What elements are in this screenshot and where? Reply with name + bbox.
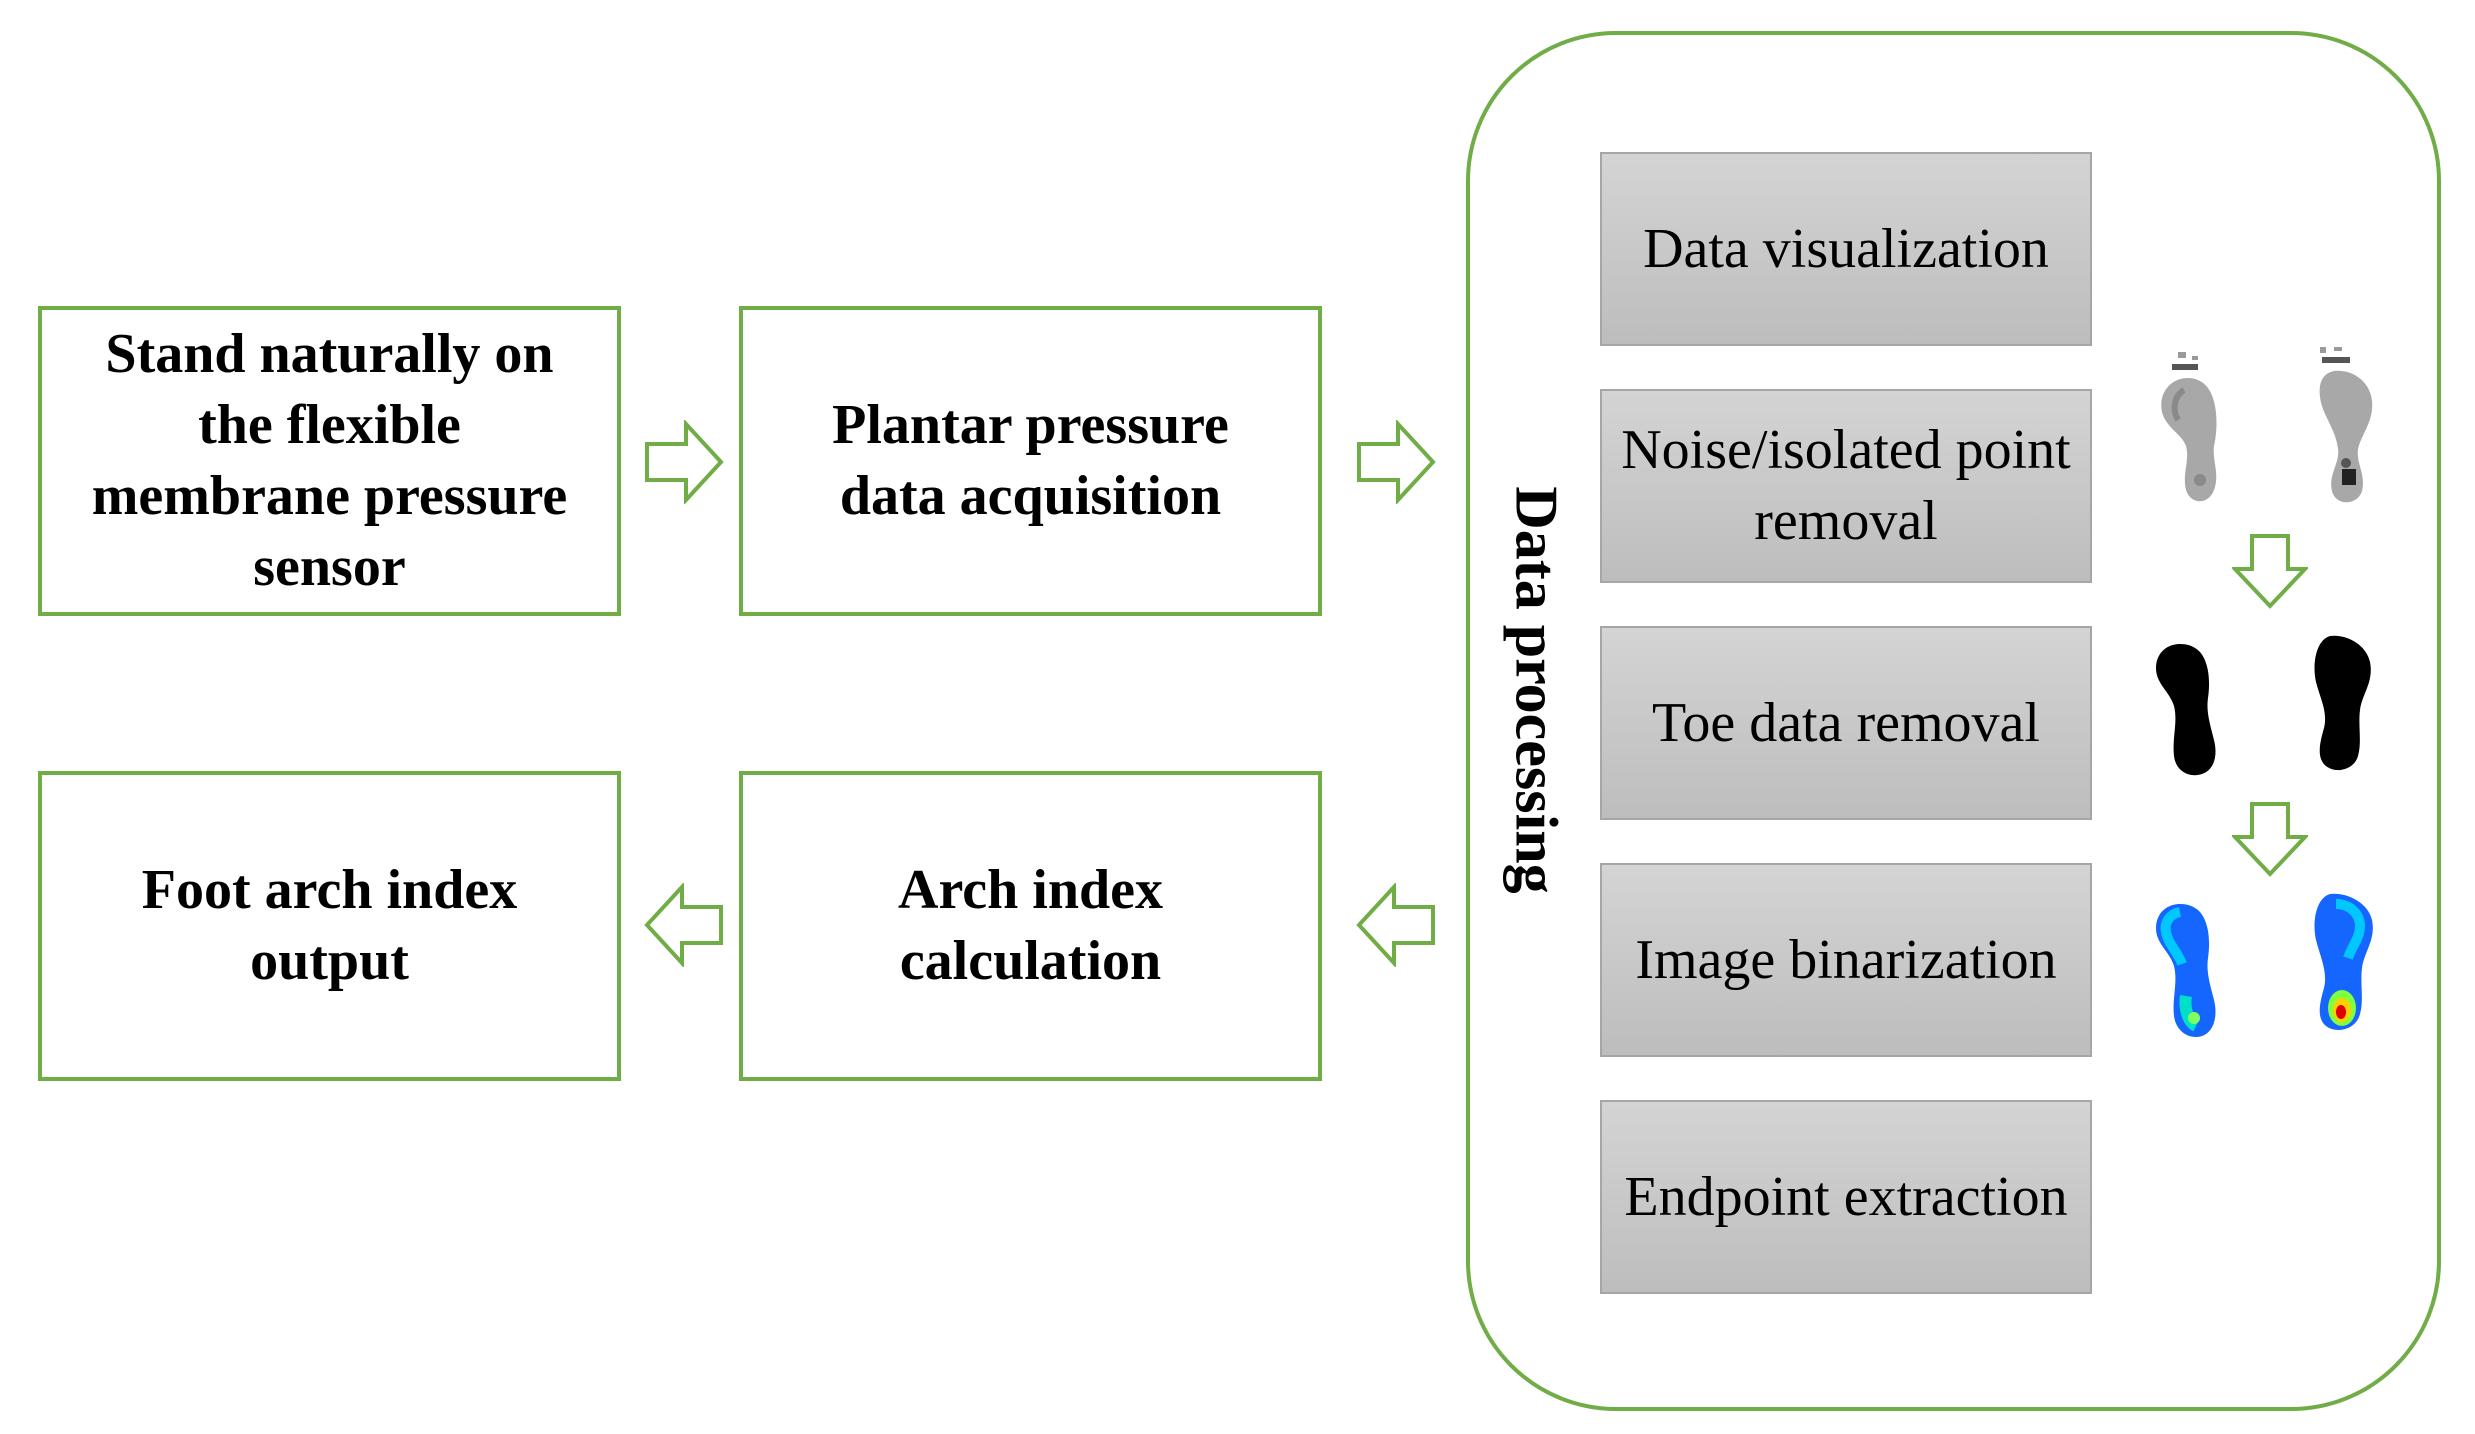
right-footprint-heatmap-icon (2314, 893, 2373, 1030)
left-footprint-black-icon (2156, 644, 2216, 776)
arrow-right-icon (1357, 420, 1436, 504)
step-toe-data-removal: Toe data removal (1600, 626, 2092, 820)
arrow-left-icon (1356, 883, 1435, 967)
foot-arch-output-label: Foot arch index output (141, 859, 518, 992)
stand-on-sensor-box: Stand naturally on the flexible membrane… (38, 306, 621, 616)
left-footprint-heatmap-icon (2156, 904, 2216, 1038)
step-image-binarization: Image binarization (1600, 863, 2092, 1057)
step-noise-removal: Noise/isolated point removal (1600, 389, 2092, 583)
arrow-down-icon (2232, 534, 2308, 609)
right-footprint-gray-icon (2319, 347, 2373, 503)
arrow-down-icon (2232, 802, 2308, 877)
step-data-visualization: Data visualization (1600, 152, 2092, 346)
foot-arch-output-box: Foot arch index output (38, 771, 621, 1081)
right-footprint-black-icon (2314, 635, 2371, 771)
left-footprint-gray-icon (2161, 352, 2217, 502)
arch-index-calculation-box: Arch index calculation (739, 771, 1322, 1081)
arrow-right-icon (645, 420, 724, 504)
data-acquisition-label: Plantar pressure data acquisition (832, 394, 1229, 527)
arch-index-calculation-label: Arch index calculation (898, 859, 1163, 992)
data-acquisition-box: Plantar pressure data acquisition (739, 306, 1322, 616)
arrow-left-icon (644, 883, 723, 967)
step-endpoint-extraction: Endpoint extraction (1600, 1100, 2092, 1294)
data-processing-title: Data processing (1503, 486, 1570, 894)
stand-on-sensor-label: Stand naturally on the flexible membrane… (91, 323, 568, 598)
